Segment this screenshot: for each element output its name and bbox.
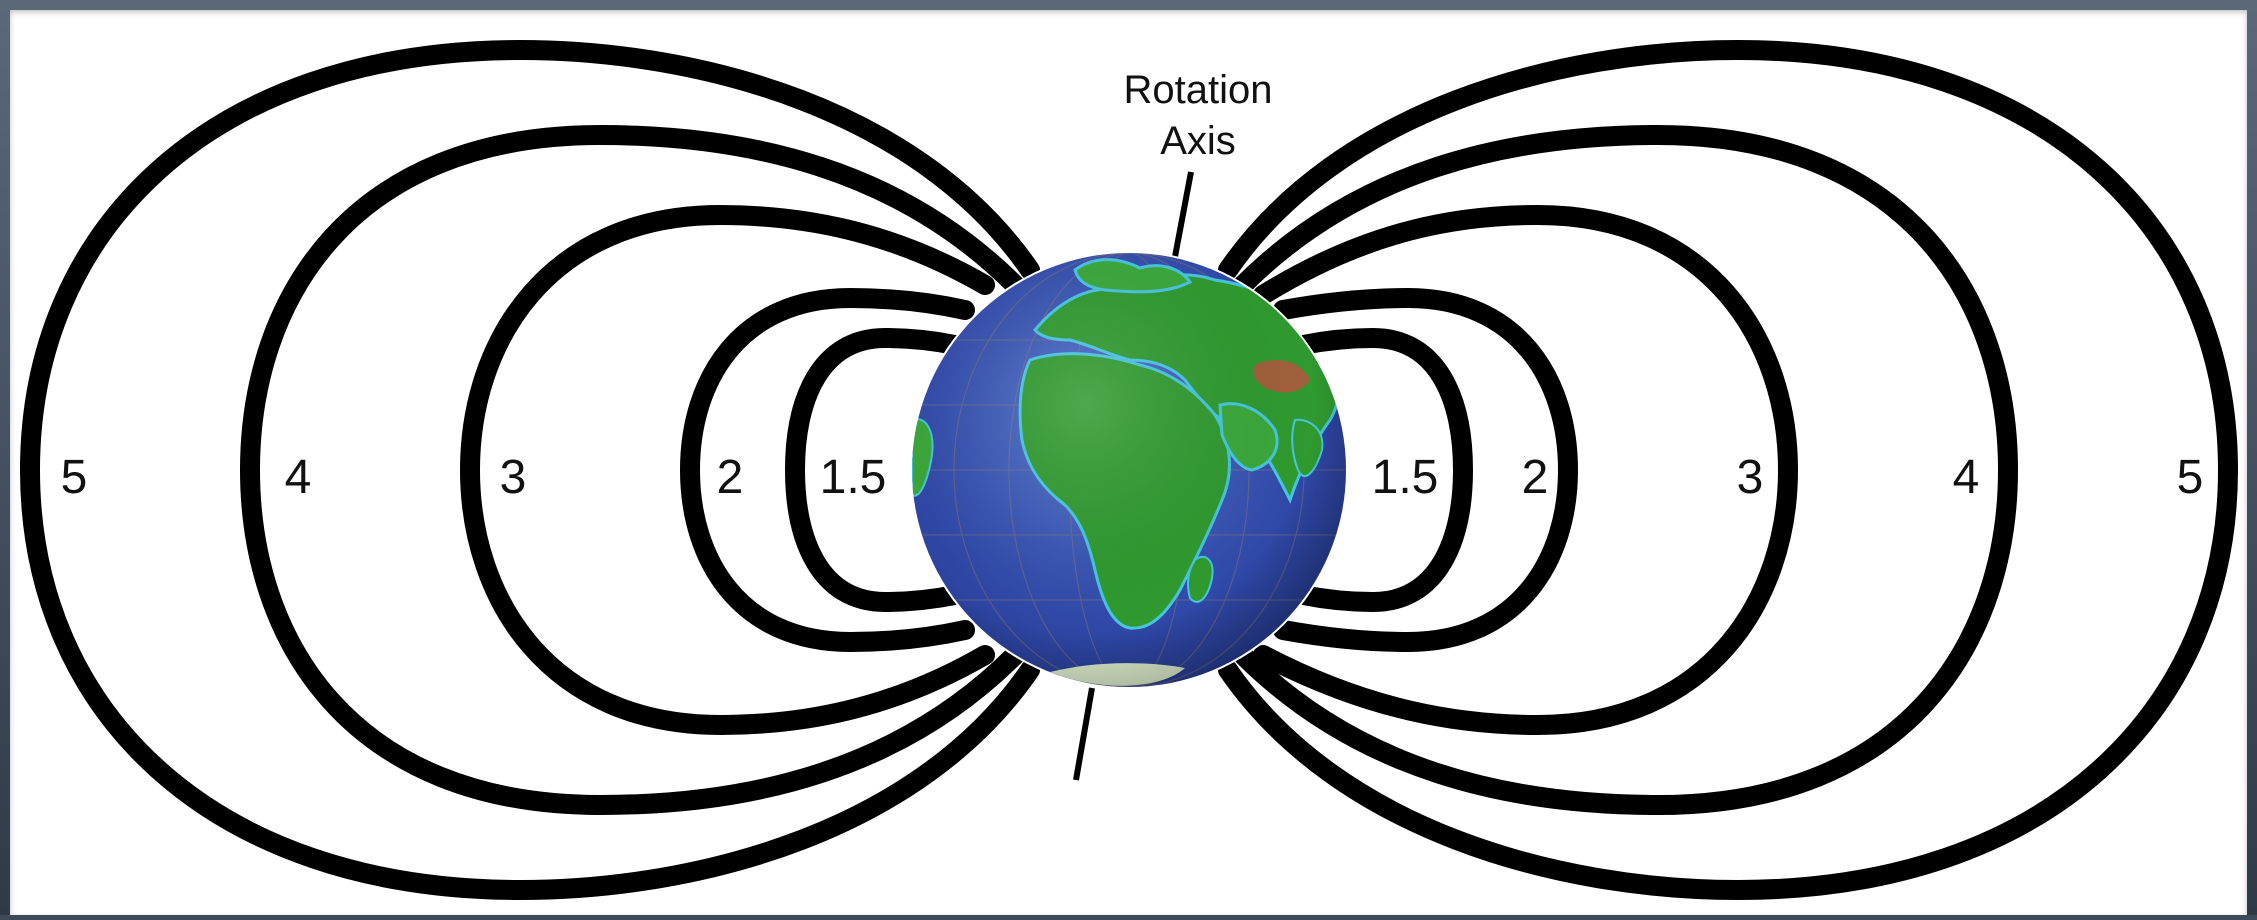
- magnetosphere-diagram: Rotation Axis 5 4 3 2 1.5 1.5 2 3 4 5: [19, 39, 2239, 901]
- left-shell-labels: 5 4 3 2 1.5: [61, 451, 887, 504]
- rotation-axis-label-line2: Axis: [1160, 119, 1236, 163]
- right-shell-labels: 1.5 2 3 4 5: [1372, 451, 2204, 504]
- shell-label-right-2: 2: [1522, 451, 1549, 504]
- earth-globe: [910, 251, 1348, 689]
- shell-label-right-5: 5: [2177, 451, 2204, 504]
- field-line-right-L1p5: [1293, 327, 1474, 613]
- field-line-right-L3: [1253, 204, 1799, 736]
- shell-label-right-4: 4: [1953, 451, 1980, 504]
- shell-label-left-3: 3: [500, 451, 527, 504]
- field-line-left-L4: [239, 124, 1025, 816]
- field-line-right-L4: [1233, 124, 2019, 816]
- shell-label-left-1p5: 1.5: [820, 451, 887, 504]
- field-line-left-L3: [459, 204, 995, 736]
- field-line-left-L2: [679, 287, 975, 653]
- shell-label-left-2: 2: [717, 451, 744, 504]
- rotation-axis-bottom: [1073, 687, 1095, 781]
- field-line-right-L5: [1218, 39, 2239, 901]
- shell-label-left-4: 4: [285, 451, 312, 504]
- diagram-canvas: Rotation Axis 5 4 3 2 1.5 1.5 2 3 4 5: [10, 10, 2247, 915]
- shell-label-right-3: 3: [1737, 451, 1764, 504]
- rotation-axis: [1073, 171, 1194, 781]
- shell-label-right-1p5: 1.5: [1372, 451, 1439, 504]
- rotation-axis-top: [1171, 171, 1194, 263]
- field-line-left-L1p5: [784, 327, 965, 613]
- field-line-right-L2: [1273, 287, 1579, 653]
- field-lines: [19, 39, 2239, 901]
- shell-label-left-5: 5: [61, 451, 88, 504]
- rotation-axis-label-line1: Rotation: [1124, 68, 1273, 112]
- field-line-left-L5: [19, 39, 1040, 901]
